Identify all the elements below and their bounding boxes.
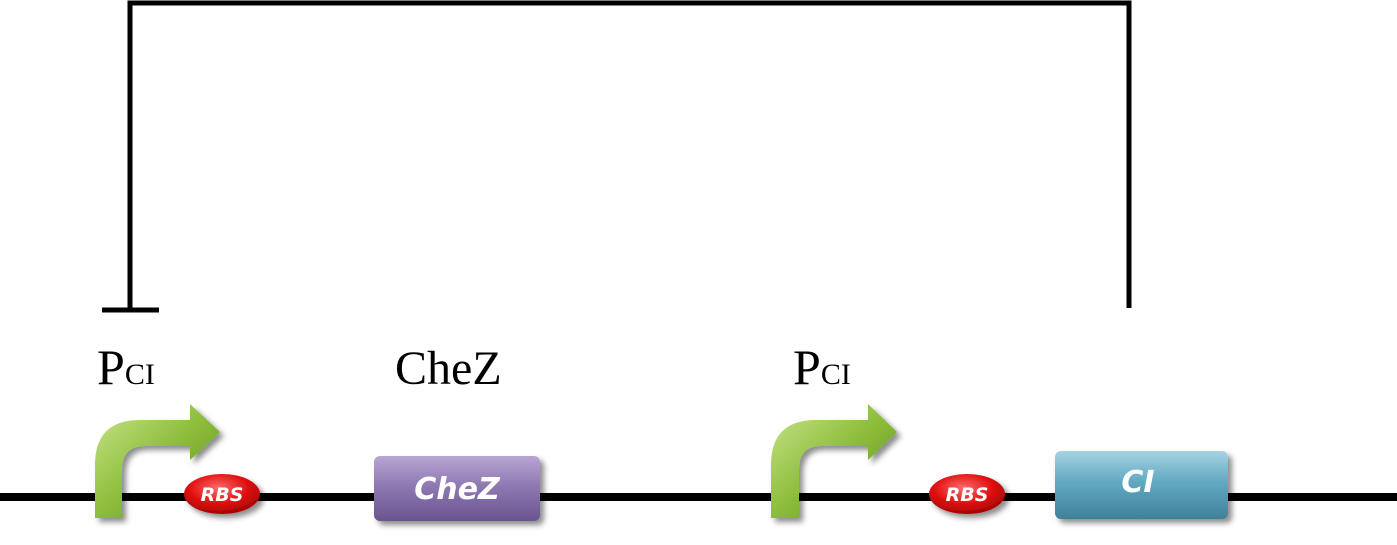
- rbs-2: RBS: [929, 474, 1005, 514]
- promoter-arrow-1-icon: [95, 404, 220, 518]
- svg-text:CI: CI: [1121, 465, 1154, 500]
- rbs-1: RBS: [184, 474, 260, 514]
- gene-label-chez: CheZ: [395, 342, 502, 395]
- svg-text:RBS: RBS: [201, 484, 244, 506]
- promoter-label-1: PCI: [97, 339, 155, 395]
- svg-text:CheZ: CheZ: [414, 472, 501, 507]
- promoter-arrow-2-icon: [771, 404, 897, 518]
- promoter-label-2: PCI: [793, 339, 851, 395]
- ci-coding-sequence: CI: [1055, 451, 1228, 519]
- repression-feedback-line: [102, 0, 1132, 313]
- svg-text:RBS: RBS: [946, 484, 989, 506]
- chez-coding-sequence: CheZ: [374, 456, 540, 521]
